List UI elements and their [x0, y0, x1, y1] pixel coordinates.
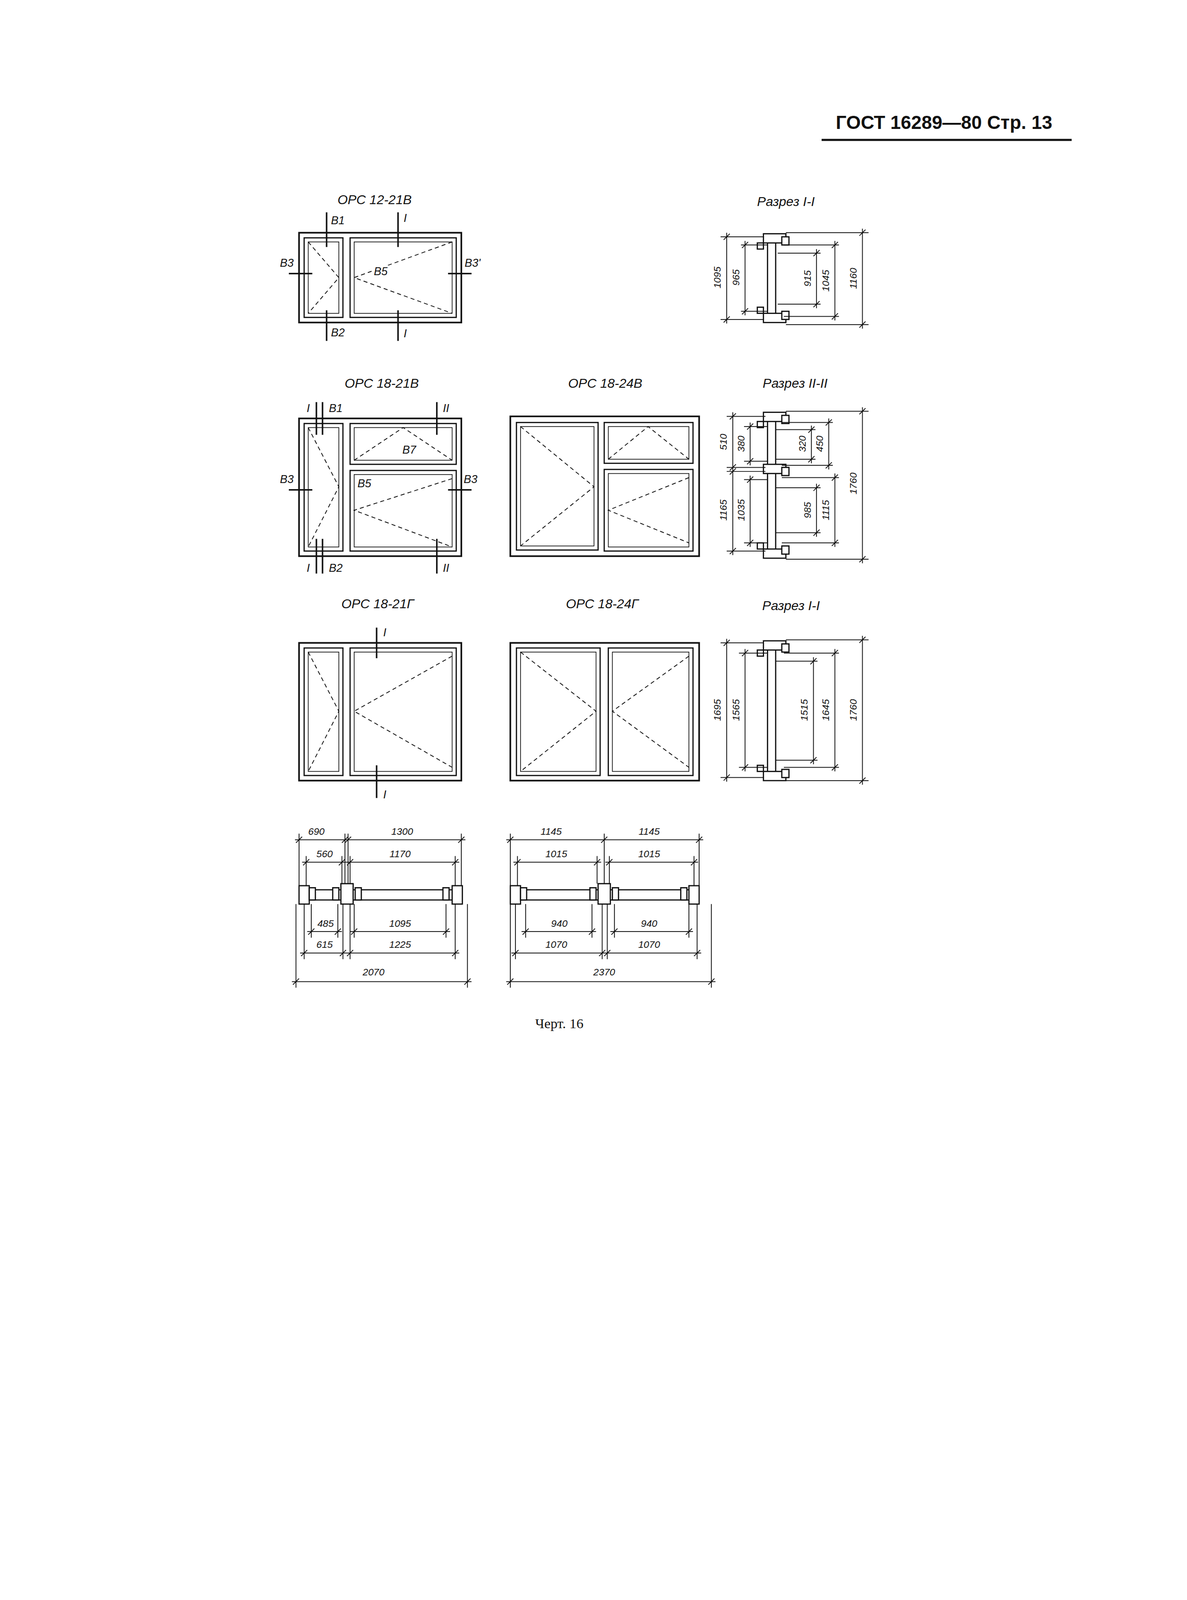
- section-marker: II: [442, 402, 451, 415]
- section-marker: В3: [278, 473, 295, 486]
- dimension: 1160: [848, 267, 859, 291]
- section-marker: В3: [278, 257, 295, 270]
- section-marker: В2: [328, 562, 344, 575]
- drawing-label: Разрез II-II: [761, 376, 829, 391]
- dimension: 560: [315, 849, 334, 860]
- dimension: 1115: [820, 499, 831, 522]
- dimension: 1145: [637, 826, 661, 837]
- dimension-lines: [720, 636, 869, 786]
- dimension: 1015: [544, 849, 569, 860]
- dimension: 1225: [388, 939, 413, 951]
- drawing-label: ОРС 12-21В: [336, 193, 413, 207]
- section-marker: В1: [328, 402, 344, 415]
- drawing-label: Разрез I-I: [756, 195, 816, 209]
- dimension: 450: [814, 435, 825, 454]
- dimension: 1095: [712, 265, 723, 290]
- dimension: 915: [802, 269, 813, 288]
- dimension: 1645: [820, 698, 831, 723]
- section-marker: В5: [372, 265, 389, 278]
- header-rule: [821, 138, 1072, 141]
- section-profile: [757, 641, 790, 781]
- dimension-lines: [726, 407, 869, 564]
- window-elevation: [510, 643, 700, 781]
- section-marker: I: [402, 212, 408, 225]
- drawing-label: ОРС 18-24Г: [564, 597, 640, 611]
- window-elevation: [299, 627, 462, 799]
- dimension: 1095: [388, 918, 413, 929]
- dimension: 1015: [637, 849, 662, 860]
- dimension: 615: [315, 939, 334, 951]
- dimension: 1070: [637, 939, 662, 951]
- dimension: 1760: [848, 698, 859, 723]
- dimension: 1070: [544, 939, 569, 951]
- dimension: 1045: [820, 268, 831, 293]
- drawing-label: ОРС 18-21В: [343, 376, 420, 391]
- section-marker: В5: [356, 478, 372, 490]
- plan-profile: [299, 884, 700, 905]
- section-marker: В7: [401, 444, 417, 457]
- dimension: 510: [718, 432, 729, 451]
- dimension: 380: [736, 435, 747, 454]
- dimension: 940: [550, 918, 569, 929]
- section-marker: В3': [463, 257, 482, 270]
- section-marker: В3: [462, 473, 479, 486]
- dimension: 985: [802, 500, 813, 520]
- window-elevation: [510, 416, 700, 557]
- section-marker: I: [305, 562, 311, 575]
- section-profile: [757, 412, 790, 559]
- section-profile: [757, 233, 790, 323]
- drawing-label: ОРС 18-21Г: [340, 597, 415, 611]
- dimension: 1515: [799, 698, 810, 723]
- section-marker: I: [305, 402, 311, 415]
- dimension: 965: [730, 268, 742, 287]
- dimension-lines: [292, 834, 716, 989]
- window-elevation: [288, 212, 472, 342]
- dimension: 2070: [361, 967, 386, 978]
- figure-caption: Черт. 16: [535, 1016, 584, 1032]
- dimension: 1760: [848, 471, 859, 496]
- dimension-lines: [720, 228, 869, 329]
- dimension: 1695: [712, 698, 723, 723]
- page-header: ГОСТ 16289—80 Стр. 13: [836, 112, 1053, 133]
- dimension: 1165: [718, 498, 729, 522]
- dimension: 1145: [539, 826, 563, 837]
- section-marker: II: [442, 562, 451, 575]
- dimension: 320: [797, 435, 808, 454]
- section-marker: I: [382, 626, 388, 639]
- dimension: 1035: [736, 498, 747, 523]
- drawing-label: Разрез I-I: [761, 599, 821, 614]
- drawing-label: ОРС 18-24В: [567, 376, 644, 391]
- dimension: 690: [307, 826, 326, 837]
- dimension: 1170: [388, 849, 412, 860]
- section-marker: В2: [329, 326, 346, 339]
- section-marker: I: [402, 328, 408, 340]
- section-marker: I: [382, 789, 388, 801]
- window-elevation: [288, 402, 472, 574]
- dimension: 940: [639, 918, 658, 929]
- dimension: 2370: [592, 967, 617, 978]
- dimension: 1300: [390, 826, 415, 837]
- dimension: 1565: [730, 698, 742, 723]
- dimension: 485: [316, 918, 335, 929]
- section-marker: В1: [329, 214, 346, 227]
